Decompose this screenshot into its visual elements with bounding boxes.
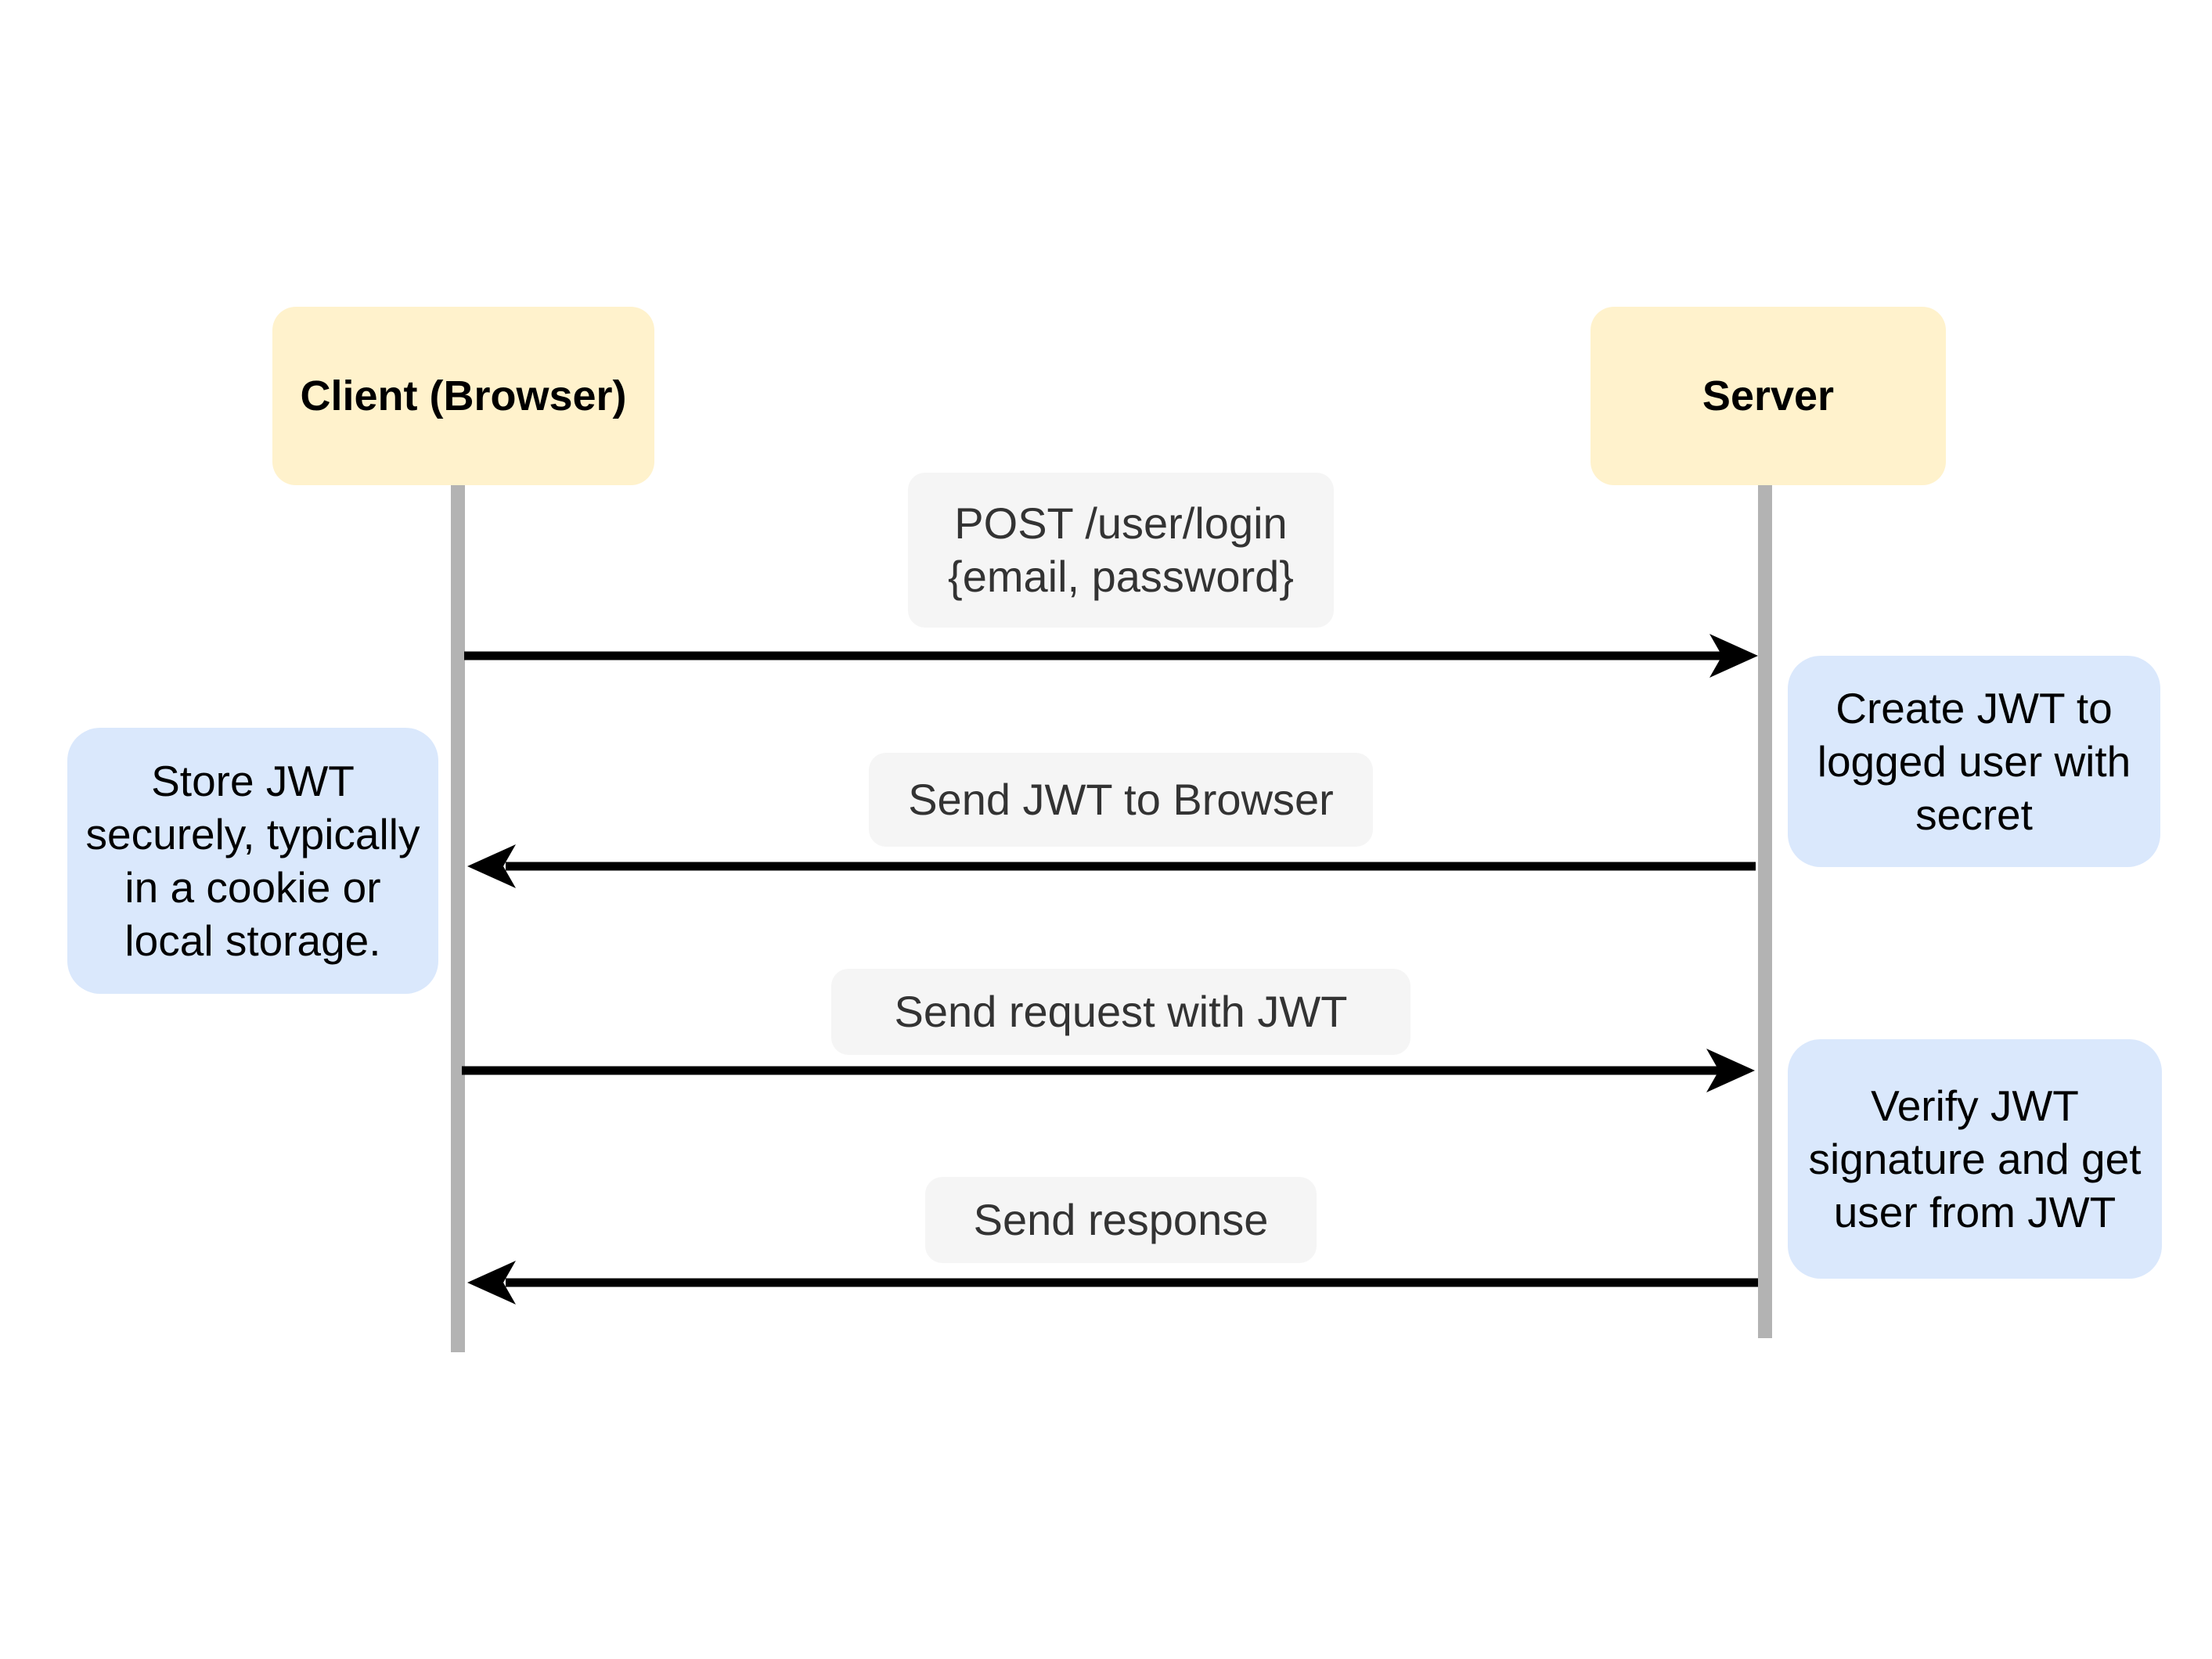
note-server-create-text: Create JWT to logged user with secret xyxy=(1817,683,2131,840)
note-server-verify-text: Verify JWT signature and get user from J… xyxy=(1808,1081,2142,1237)
message-3-arrow xyxy=(462,1049,1755,1092)
message-2-text: Send JWT to Browser xyxy=(908,774,1334,824)
message-2-label: Send JWT to Browser xyxy=(869,753,1373,847)
participant-server: Server xyxy=(1591,307,1946,485)
participant-server-label: Server xyxy=(1702,372,1835,419)
message-4-arrow xyxy=(467,1261,1758,1305)
note-client-store: Store JWT securely, typically in a cooki… xyxy=(67,728,438,994)
note-server-verify: Verify JWT signature and get user from J… xyxy=(1788,1039,2162,1279)
participant-client: Client (Browser) xyxy=(272,307,654,485)
message-1-label: POST /user/login {email, password} xyxy=(908,473,1334,628)
server-lifeline xyxy=(1758,482,1772,1338)
client-lifeline xyxy=(451,482,465,1352)
note-server-create: Create JWT to logged user with secret xyxy=(1788,656,2160,867)
message-1-text: POST /user/login {email, password} xyxy=(947,498,1294,601)
note-client-store-text: Store JWT securely, typically in a cooki… xyxy=(85,756,420,966)
message-4-label: Send response xyxy=(925,1177,1317,1263)
message-3-text: Send request with JWT xyxy=(894,986,1348,1036)
participant-client-label: Client (Browser) xyxy=(300,372,627,419)
message-4-text: Send response xyxy=(973,1194,1269,1244)
message-1-arrow xyxy=(464,634,1758,678)
message-3-label: Send request with JWT xyxy=(831,969,1410,1055)
message-2-arrow xyxy=(467,844,1756,888)
